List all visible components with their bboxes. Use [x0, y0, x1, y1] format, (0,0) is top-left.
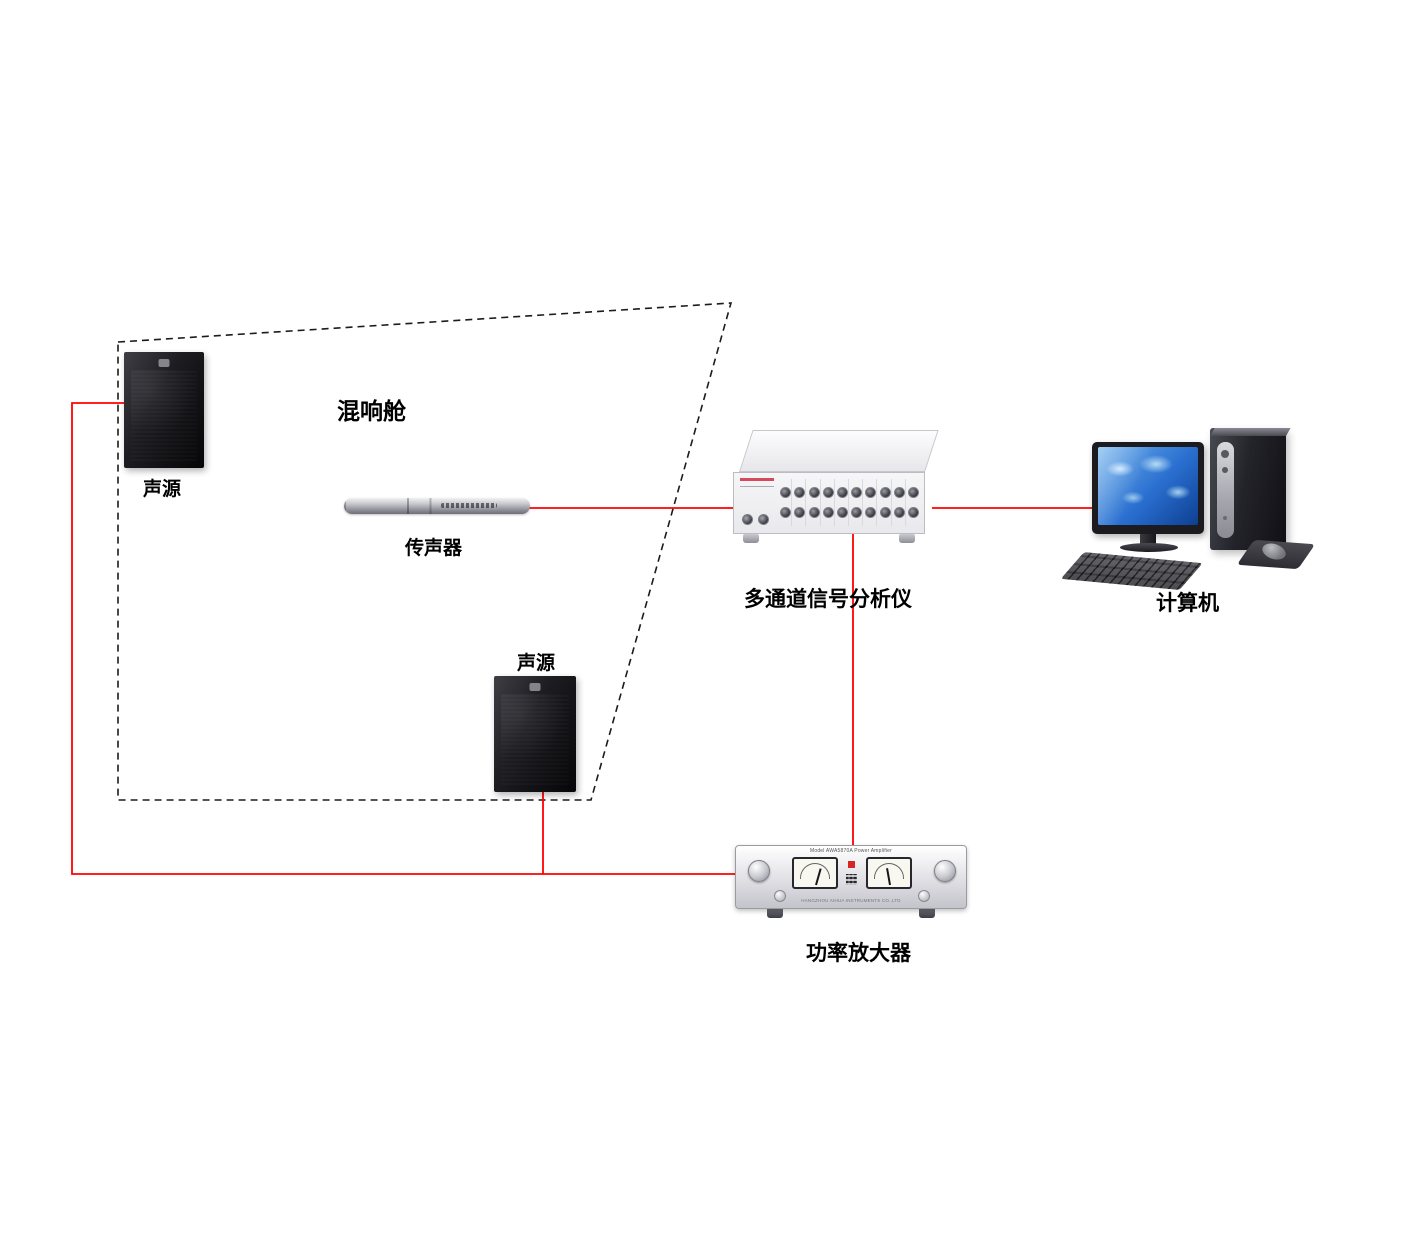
- computer: [1060, 424, 1322, 591]
- computer-label: 计算机: [1156, 592, 1219, 615]
- analyzer-front-panel: [733, 472, 925, 534]
- signal-analyzer: [733, 430, 943, 550]
- channel-module: [823, 479, 835, 526]
- reverberation-chamber-outline: [117, 302, 733, 801]
- amplifier-label: 功率放大器: [806, 942, 911, 965]
- vu-meter-left: [792, 857, 838, 889]
- amplifier-right-switch: [918, 890, 930, 902]
- channel-module: [865, 479, 878, 526]
- channel-module: [794, 479, 807, 526]
- channel-module: [894, 479, 906, 526]
- analyzer-channel-modules: [780, 479, 919, 526]
- qr-mark: [846, 874, 857, 885]
- amplifier-right-knob: [934, 860, 956, 882]
- speaker-grille: [131, 370, 197, 461]
- analyzer-input-connector: [742, 514, 753, 525]
- analyzer-brand-mark: [740, 478, 774, 492]
- analyzer-top-face: [739, 430, 939, 472]
- channel-module: [908, 479, 919, 526]
- monitor: [1092, 442, 1204, 534]
- monitor-stand-base: [1120, 543, 1178, 552]
- amplifier-left-switch: [774, 890, 786, 902]
- speaker-bottom: [494, 676, 576, 792]
- tower-front-panel: [1217, 442, 1234, 538]
- microphone: [344, 498, 530, 514]
- analyzer-output-connector: [758, 514, 769, 525]
- chamber-label: 混响舱: [337, 398, 406, 424]
- signal-cables: [71, 402, 1126, 875]
- channel-module: [837, 479, 850, 526]
- vu-meter-right: [866, 857, 912, 889]
- speaker-grille: [501, 694, 569, 785]
- amplifier-foot: [919, 909, 935, 918]
- amplifier-maker-text: HANGZHOU AIHUA INSTRUMENTS CO.,LTD: [801, 898, 901, 903]
- amplifier-front-panel: Model AWA5870A Power Amplifier HANGZHOU …: [735, 845, 967, 909]
- computer-tower: [1210, 428, 1286, 550]
- speaker-logo-icon: [529, 683, 541, 691]
- analyzer-label: 多通道信号分析仪: [744, 588, 912, 611]
- speaker-top: [124, 352, 204, 468]
- speaker-logo-icon: [158, 359, 170, 367]
- power-amplifier: Model AWA5870A Power Amplifier HANGZHOU …: [733, 843, 973, 927]
- channel-module: [808, 479, 821, 526]
- monitor-screen: [1098, 447, 1198, 525]
- monitor-stand-neck: [1140, 534, 1156, 544]
- power-led: [848, 861, 855, 868]
- channel-module: [879, 479, 892, 526]
- amplifier-model-text: Model AWA5870A Power Amplifier: [809, 848, 893, 854]
- channel-module: [851, 479, 864, 526]
- speaker-bottom-label: 声源: [517, 653, 556, 674]
- analyzer-foot: [743, 534, 759, 543]
- speaker-top-label: 声源: [143, 479, 182, 500]
- microphone-print: [440, 503, 497, 508]
- amplifier-foot: [767, 909, 783, 918]
- channel-module: [780, 479, 793, 526]
- amplifier-left-knob: [748, 860, 770, 882]
- microphone-label: 传声器: [405, 538, 463, 559]
- analyzer-foot: [899, 534, 915, 543]
